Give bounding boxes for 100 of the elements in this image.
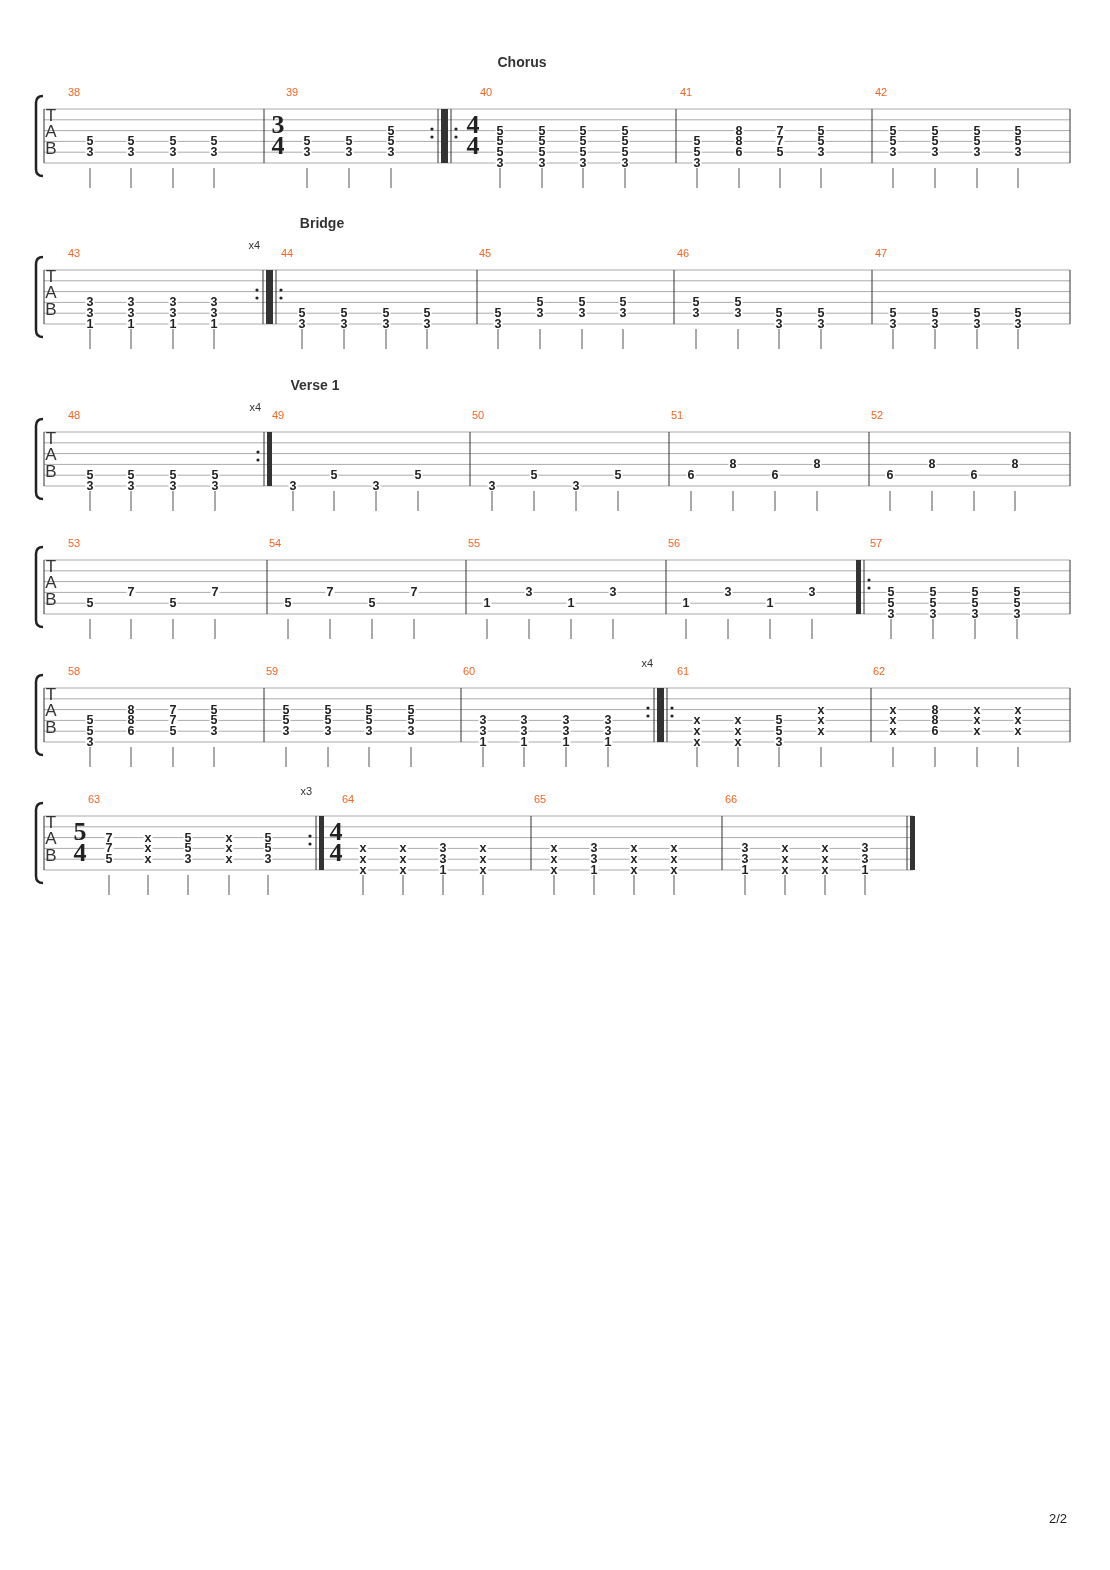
tab-note: 5 xyxy=(168,598,178,609)
tab-note: 3 xyxy=(168,297,178,308)
tab-note: 3 xyxy=(589,843,599,854)
tab-note: 1 xyxy=(603,737,613,747)
tab-note: x xyxy=(1013,715,1023,726)
tab-note: 3 xyxy=(288,481,298,491)
tab-note: 5 xyxy=(537,125,547,136)
tab-note: 3 xyxy=(589,854,599,865)
tab-note: 3 xyxy=(339,319,349,329)
tab-note: x xyxy=(820,843,830,854)
tab-note: 5 xyxy=(339,308,349,319)
tab-note: 3 xyxy=(816,319,826,329)
tab-note: 5 xyxy=(774,726,784,737)
tab-note: x xyxy=(888,715,898,726)
tab-note: 3 xyxy=(578,158,588,168)
tab-note: 5 xyxy=(1013,308,1023,319)
tab-note: 3 xyxy=(723,587,733,598)
tab-note: 3 xyxy=(495,158,505,168)
tab-note: x xyxy=(669,854,679,865)
tab-clef-letter: A xyxy=(45,701,57,719)
tab-note: 3 xyxy=(618,308,628,319)
tab-note: 5 xyxy=(620,136,630,147)
tab-note: 3 xyxy=(183,854,193,865)
tab-note: 3 xyxy=(323,726,333,737)
tab-note: x xyxy=(1013,704,1023,715)
tab-note: 5 xyxy=(386,136,396,147)
tab-note: 3 xyxy=(297,319,307,329)
tab-note: x xyxy=(549,843,559,854)
tab-note: 5 xyxy=(263,843,273,854)
time-signature-denominator: 4 xyxy=(466,136,480,156)
tab-note: 3 xyxy=(85,147,95,158)
tab-note: 3 xyxy=(691,308,701,319)
tab-note: 3 xyxy=(860,854,870,865)
tab-note: 1 xyxy=(860,865,870,875)
measure-number: 46 xyxy=(677,247,690,259)
tab-note: 6 xyxy=(770,470,780,481)
tab-note: 3 xyxy=(168,308,178,319)
tab-note: 5 xyxy=(578,147,588,158)
tab-note: 3 xyxy=(168,481,178,491)
repeat-count: x3 xyxy=(300,785,312,797)
tab-note: 5 xyxy=(537,136,547,147)
tab-note: 3 xyxy=(210,481,220,491)
tab-note: 3 xyxy=(126,481,136,491)
tab-note: 3 xyxy=(888,319,898,329)
tab-note: 5 xyxy=(774,308,784,319)
tab-note: 8 xyxy=(734,125,744,136)
tab-note: 3 xyxy=(886,609,896,619)
tab-note: 3 xyxy=(561,726,571,737)
tab-note: 3 xyxy=(928,609,938,619)
section-heading: Verse 1 xyxy=(290,378,340,392)
tab-note: 3 xyxy=(972,147,982,158)
tab-note: x xyxy=(816,726,826,737)
tab-note: 5 xyxy=(302,136,312,147)
tab-note: 6 xyxy=(885,470,895,481)
tab-note: 3 xyxy=(733,308,743,319)
tab-note: 5 xyxy=(344,136,354,147)
tab-note: 7 xyxy=(210,587,220,598)
tab-note: 8 xyxy=(927,459,937,470)
tab-note: x xyxy=(972,715,982,726)
tab-note: x xyxy=(733,715,743,726)
tab-note: x xyxy=(224,854,234,865)
tab-note: 5 xyxy=(85,726,95,737)
tab-note: x xyxy=(143,843,153,854)
tab-note: 5 xyxy=(126,136,136,147)
tab-note: 5 xyxy=(1013,136,1023,147)
measure-number: 42 xyxy=(875,86,888,98)
tab-note: 6 xyxy=(930,726,940,737)
tab-note: x xyxy=(816,704,826,715)
tab-note: 5 xyxy=(329,470,339,481)
tab-note: x xyxy=(478,843,488,854)
tab-note: x xyxy=(972,726,982,737)
measure-number: 48 xyxy=(68,409,81,421)
tab-note: 5 xyxy=(495,147,505,158)
tab-note: 3 xyxy=(692,158,702,168)
tab-note: 5 xyxy=(323,704,333,715)
tab-note: 3 xyxy=(603,715,613,726)
tab-note: 5 xyxy=(495,125,505,136)
tab-note: 5 xyxy=(493,308,503,319)
tab-note: 6 xyxy=(686,470,696,481)
tab-clef-letter: A xyxy=(45,829,57,847)
tab-note: 3 xyxy=(386,147,396,158)
measure-number: 56 xyxy=(668,537,681,549)
measure-number: 44 xyxy=(281,247,294,259)
tab-note: 3 xyxy=(561,715,571,726)
tab-clef-letter: A xyxy=(45,283,57,301)
tab-note: 5 xyxy=(263,832,273,843)
tab-note: 3 xyxy=(209,297,219,308)
tab-note: 3 xyxy=(860,843,870,854)
tab-note: x xyxy=(972,704,982,715)
tab-note: 5 xyxy=(209,136,219,147)
tab-note: 7 xyxy=(168,704,178,715)
tab-note: 3 xyxy=(344,147,354,158)
tab-clef-letter: A xyxy=(45,445,57,463)
tab-note: 5 xyxy=(577,297,587,308)
tab-note: 1 xyxy=(561,737,571,747)
tab-note: x xyxy=(888,704,898,715)
tab-note: x xyxy=(629,854,639,865)
tab-clef-letter: T xyxy=(45,685,57,703)
tab-note: 7 xyxy=(126,587,136,598)
measure-number: 60 xyxy=(463,665,476,677)
